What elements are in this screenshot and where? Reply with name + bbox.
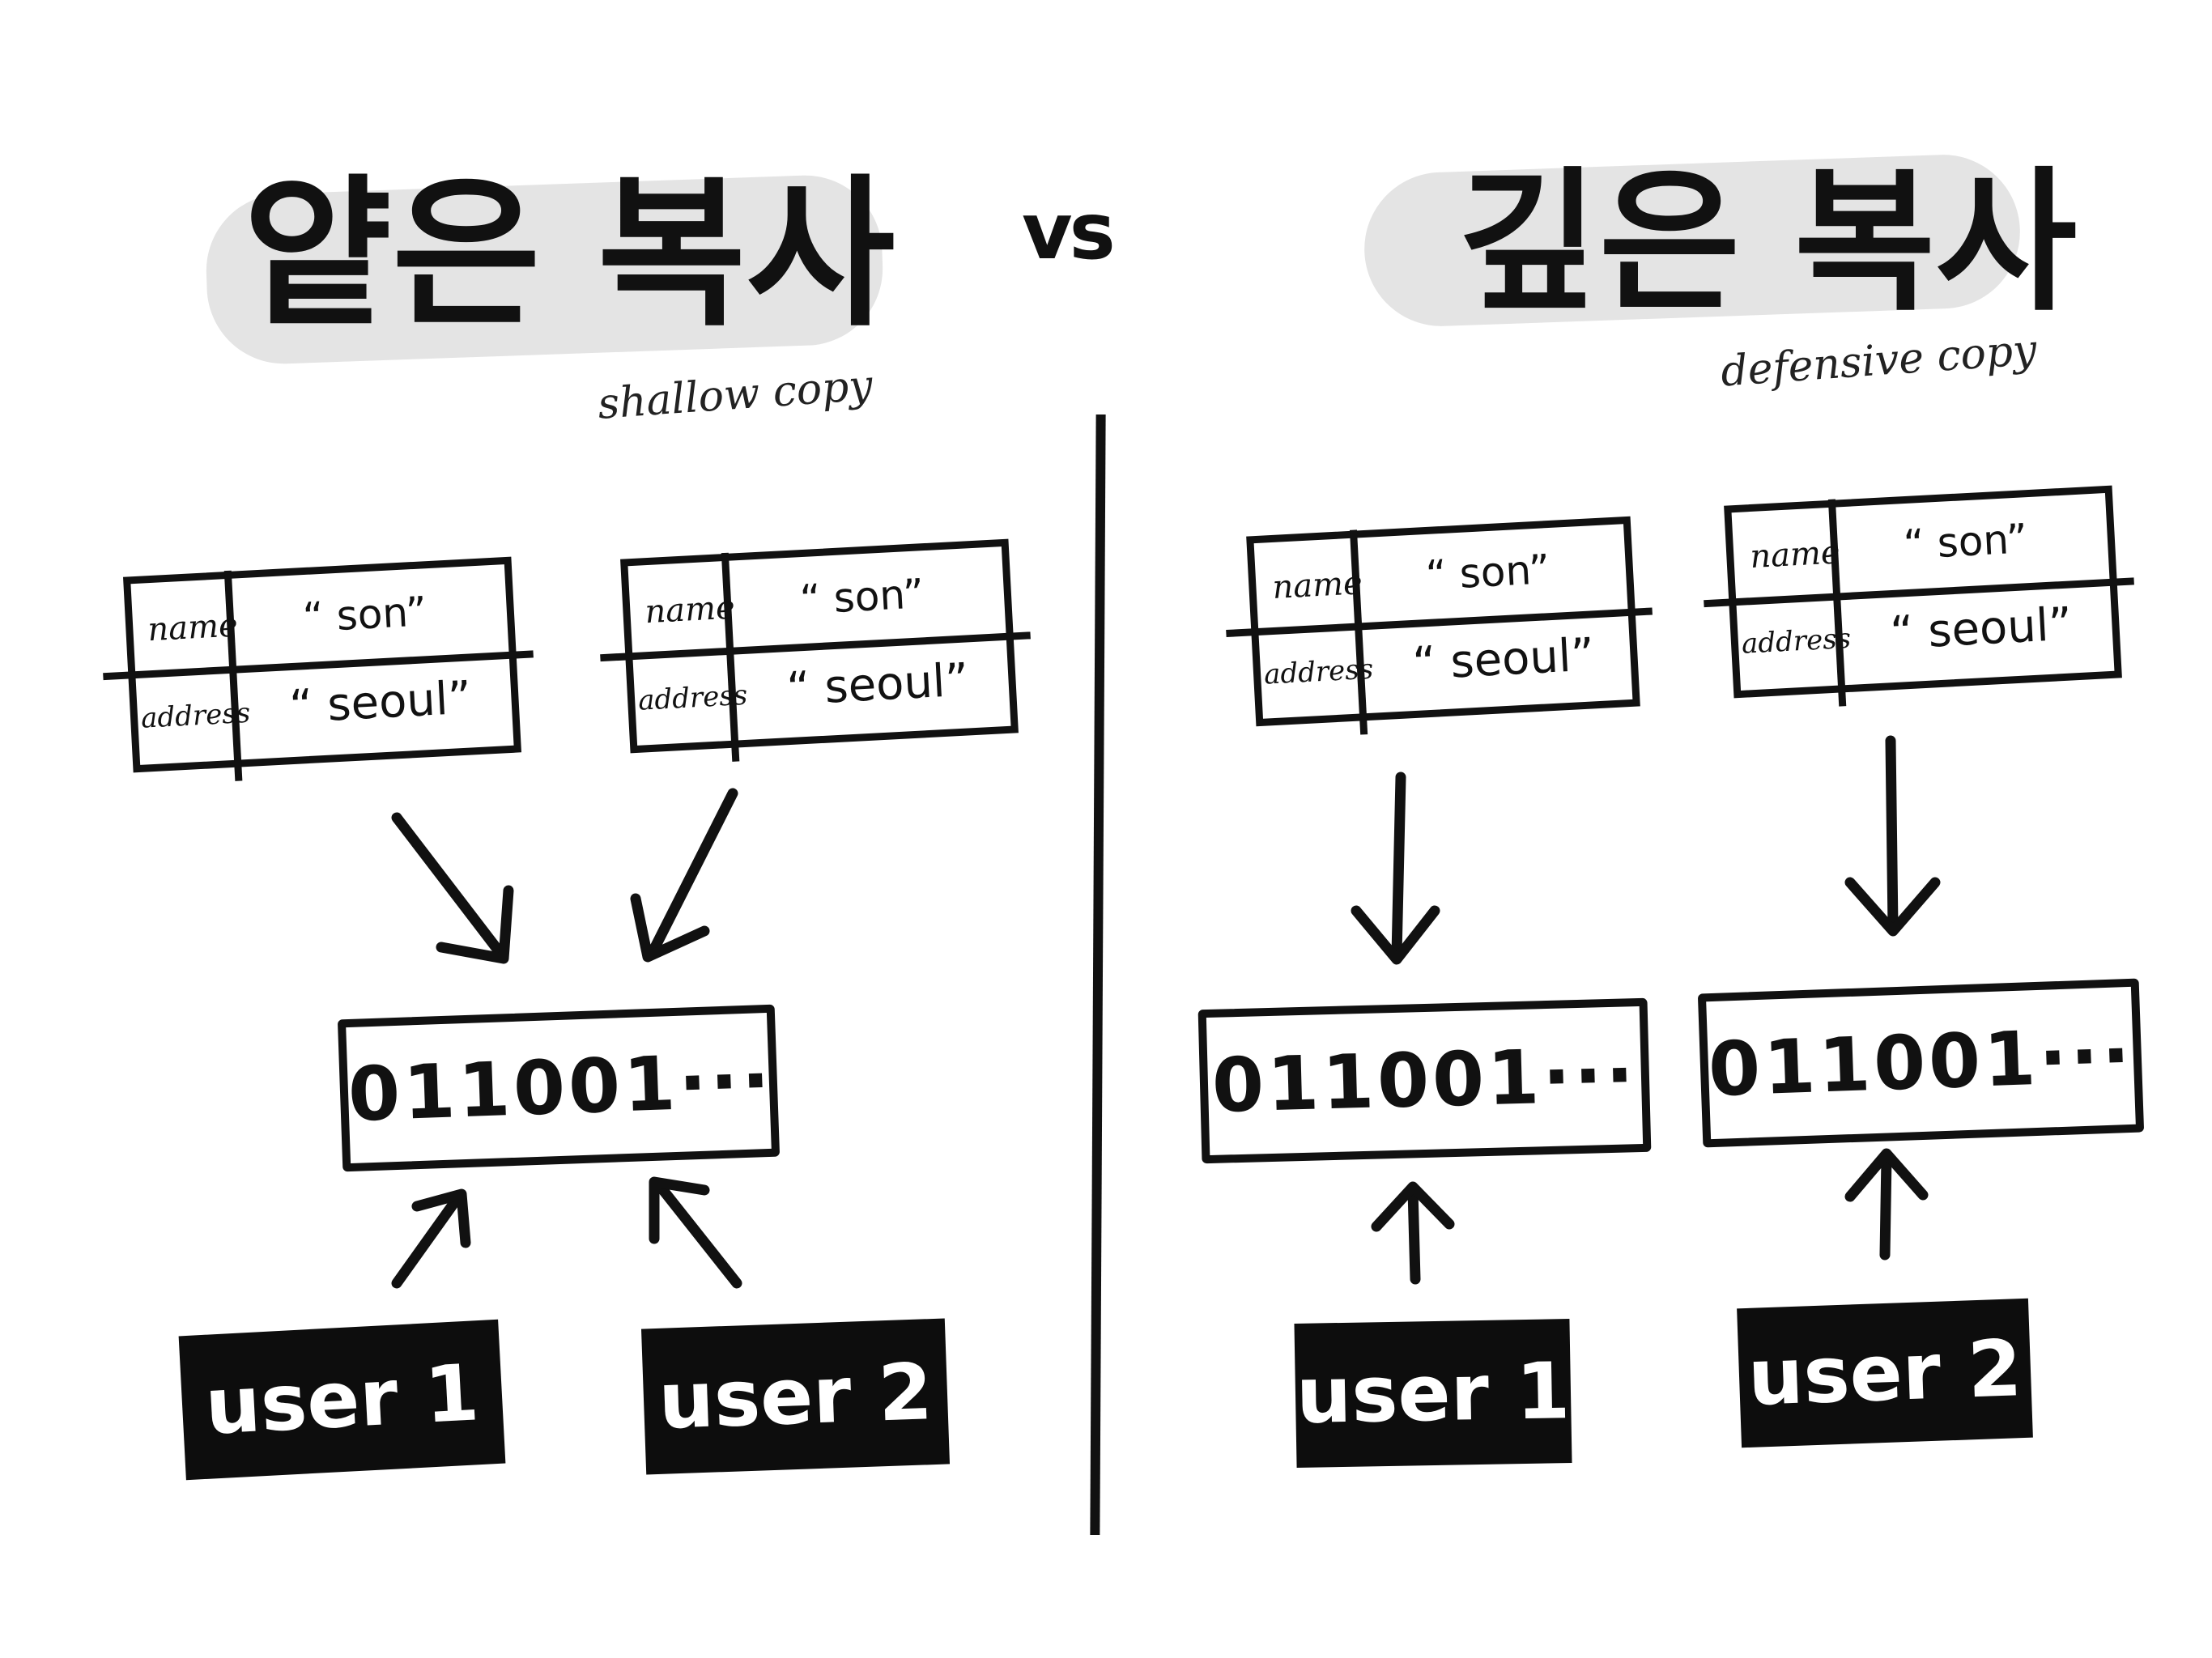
arrow-right-table2-to-memory: [1844, 735, 1941, 937]
arrow-right-user2-to-memory: [1844, 1148, 1929, 1261]
arrow-right-user1-to-memory: [1371, 1181, 1455, 1285]
arrow-table1-to-memory: [391, 812, 514, 964]
arrow-table2-to-memory: [630, 788, 738, 963]
right-title: 깊은 복사: [1457, 153, 2078, 332]
left-title: 얕은 복사: [243, 160, 895, 349]
arrow-user2-to-memory: [649, 1176, 742, 1289]
arrow-user1-to-memory: [391, 1188, 471, 1289]
arrow-right-table1-to-memory: [1351, 772, 1440, 965]
vs-label: vs: [1022, 186, 1116, 277]
